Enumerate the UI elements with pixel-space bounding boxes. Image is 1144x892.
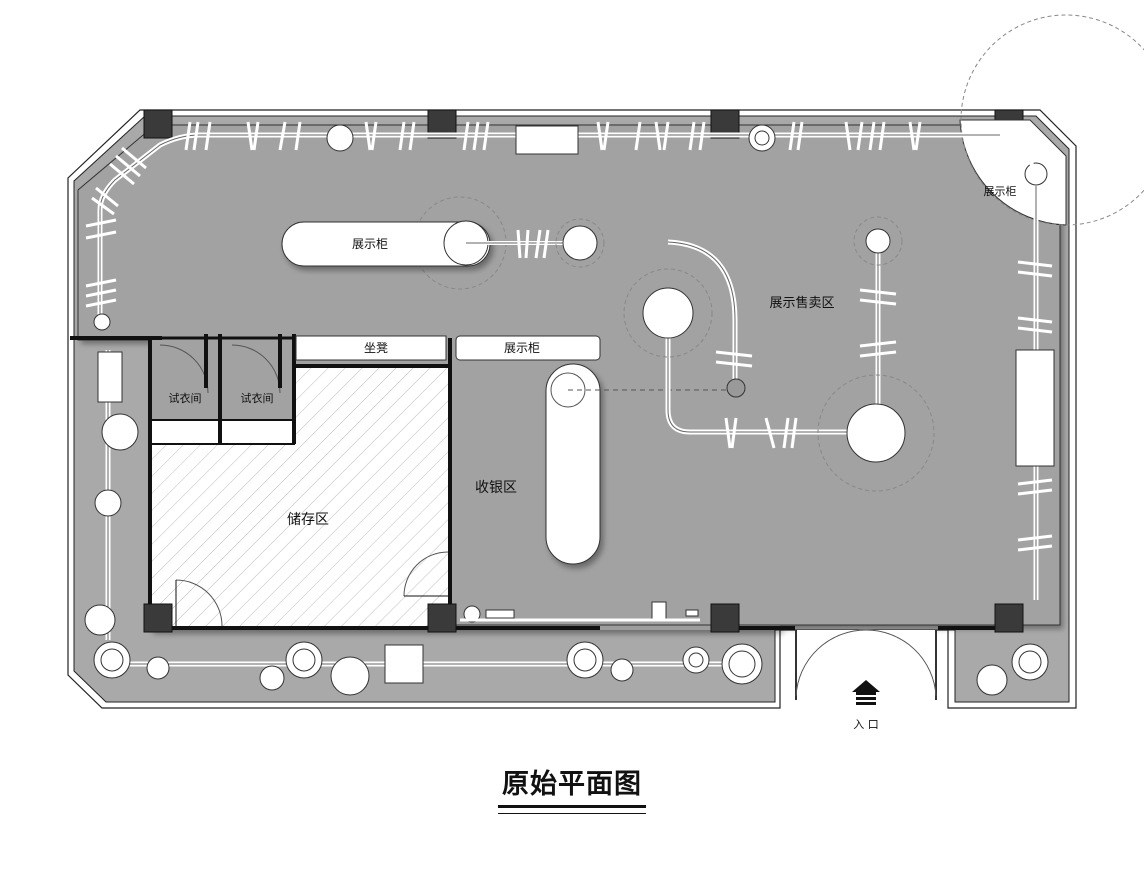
label-fitting-room-1: 试衣间: [169, 391, 202, 405]
top-wall-panel: [515, 125, 579, 155]
label-display-sales-area: 展示售卖区: [769, 295, 834, 311]
hangers-top: [184, 121, 922, 151]
left-fixtures: [84, 313, 139, 636]
hangers-left: [85, 146, 147, 308]
label-bench: 坐凳: [364, 340, 388, 355]
entrance: [795, 629, 937, 710]
hangers-right: [1017, 260, 1053, 552]
display-cabinet-top-left: [281, 196, 605, 290]
title-underline: [498, 813, 646, 814]
walls: [70, 334, 1020, 630]
top-circles: [326, 124, 776, 152]
display-cabinet-middle: [295, 335, 736, 565]
label-storage-area: 储存区: [287, 512, 329, 528]
label-entrance: 入 口: [853, 718, 879, 731]
label-display-cabinet-corner: 展示柜: [984, 185, 1017, 198]
corner-display: [959, 14, 1144, 226]
bottom-fixtures: [93, 641, 1049, 696]
label-display-cabinet-middle: 展示柜: [504, 341, 540, 355]
sales-area-rails: [623, 216, 935, 492]
label-display-cabinet-top-left: 展示柜: [352, 237, 388, 251]
plan-title: 原始平面图: [498, 762, 646, 808]
right-wall-panel: [1015, 349, 1055, 467]
caption-block: 原始平面图: [0, 762, 1144, 814]
storage-front-fixtures: [460, 601, 700, 623]
doors: [175, 551, 449, 628]
label-fitting-room-2: 试衣间: [241, 391, 274, 405]
label-cashier-area: 收银区: [475, 480, 517, 496]
